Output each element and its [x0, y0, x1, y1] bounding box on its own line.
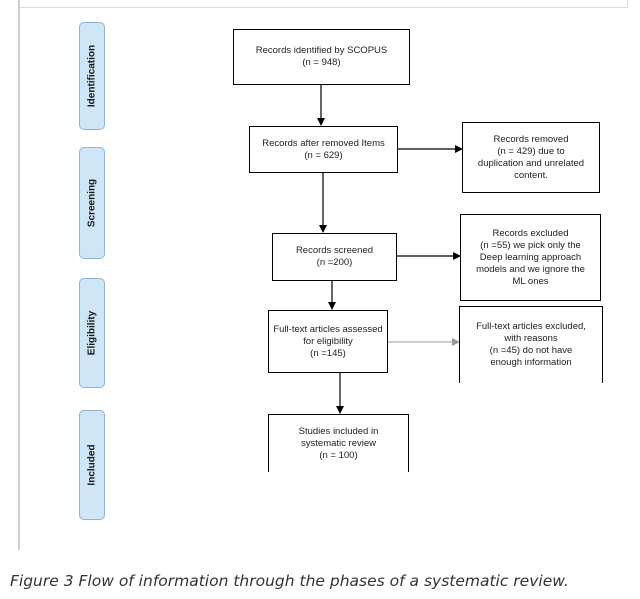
phase-screening: Screening: [79, 147, 105, 259]
box-records-removed-line2: (n = 429) due to: [497, 145, 565, 157]
box-fulltext-excluded-line4: enough information: [490, 357, 572, 368]
box-fulltext-assessed-line1: Full-text articles assessed: [273, 323, 383, 335]
box-fulltext-assessed-line3: (n =145): [310, 347, 346, 359]
box-studies-included-line2: systematic review: [301, 437, 376, 449]
box-studies-included-line1: Studies included in: [298, 425, 379, 437]
box-records-removed: Records removed (n = 429) due to duplica…: [462, 122, 600, 193]
box-records-identified-line1: Records identified by SCOPUS: [255, 45, 388, 56]
phase-identification: Identification: [79, 22, 105, 130]
box-records-screened-line1: Records screened: [295, 245, 374, 256]
box-records-excluded-line4: models and we ignore the: [476, 263, 585, 275]
page-frame-left: [18, 0, 20, 550]
box-studies-included-line3: (n = 100): [319, 449, 358, 461]
box-fulltext-excluded-line2: with reasons: [504, 333, 558, 344]
phase-eligibility: Eligibility: [79, 278, 105, 388]
figure-caption: Figure 3 Flow of information through the…: [10, 572, 569, 590]
box-records-screened: Records screened (n =200): [272, 233, 397, 281]
box-fulltext-assessed-line2: for eligibility: [303, 335, 353, 347]
box-records-excluded-line2: (n =55) we pick only the: [480, 239, 581, 251]
box-fulltext-excluded-line1: Full-text articles excluded,: [476, 321, 586, 332]
box-records-excluded-line3: Deep learning approach: [479, 251, 582, 263]
box-fulltext-assessed: Full-text articles assessed for eligibil…: [268, 310, 388, 373]
box-studies-included: Studies included in systematic review (n…: [268, 414, 409, 472]
box-records-screened-line2: (n =200): [316, 257, 353, 268]
box-records-after-removed: Records after removed Items (n = 629): [249, 126, 398, 173]
box-records-excluded-line5: ML ones: [512, 275, 549, 287]
box-records-identified-line2: (n = 948): [302, 57, 341, 68]
box-records-after-removed-line1: Records after removed Items: [262, 137, 385, 149]
box-records-removed-line3: duplication and unrelated: [477, 157, 585, 169]
box-records-removed-line4: content.: [514, 169, 548, 181]
box-records-excluded: Records excluded (n =55) we pick only th…: [460, 214, 601, 301]
box-fulltext-excluded-line3: (n =45) do not have: [489, 345, 573, 356]
box-records-identified: Records identified by SCOPUS (n = 948): [233, 29, 410, 85]
box-records-after-removed-line2: (n = 629): [304, 149, 343, 161]
box-fulltext-excluded: Full-text articles excluded, with reason…: [459, 306, 603, 383]
phase-included: Included: [79, 410, 105, 520]
box-records-excluded-line1: Records excluded: [492, 227, 569, 239]
box-records-removed-line1: Records removed: [493, 133, 569, 145]
